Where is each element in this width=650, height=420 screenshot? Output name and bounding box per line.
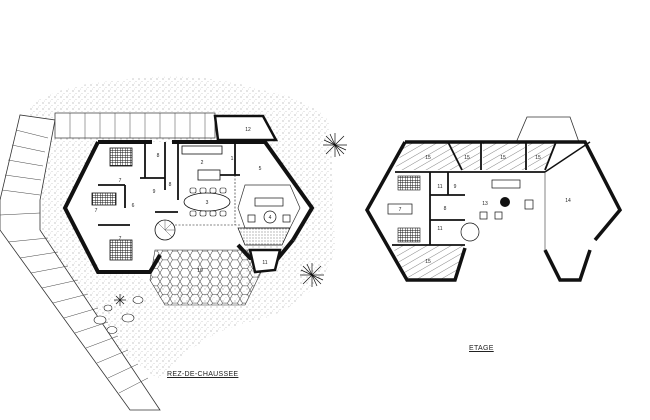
svg-text:13: 13 (482, 201, 488, 207)
exterior-stair-path (0, 114, 161, 411)
bed-bottom (109, 239, 133, 261)
svg-text:3: 3 (206, 200, 209, 206)
svg-text:9: 9 (153, 189, 156, 195)
bed-middle (91, 192, 117, 206)
svg-text:7: 7 (95, 208, 98, 214)
coffee-table (263, 210, 277, 224)
sofa (254, 197, 284, 207)
svg-text:6: 6 (132, 203, 135, 209)
svg-text:5: 5 (259, 166, 262, 172)
svg-text:15: 15 (425, 155, 431, 161)
svg-text:11: 11 (262, 260, 267, 266)
interior-walls (98, 142, 240, 226)
upper-exterior-walls (364, 140, 623, 282)
svg-text:12: 12 (245, 127, 251, 133)
svg-text:15: 15 (500, 155, 506, 161)
svg-text:14: 14 (565, 198, 571, 204)
upper-floor-plan: 7 8 9 11 11 13 14 15 15 15 15 15 (364, 116, 623, 282)
dining-table (183, 192, 231, 212)
svg-text:7: 7 (119, 236, 122, 242)
svg-text:7: 7 (399, 207, 402, 213)
svg-text:15: 15 (464, 155, 470, 161)
svg-text:1: 1 (231, 156, 234, 162)
svg-text:10: 10 (197, 268, 203, 274)
svg-text:7: 7 (119, 178, 122, 184)
shrub-icons (114, 133, 347, 306)
svg-text:8: 8 (444, 206, 447, 212)
svg-text:11: 11 (437, 226, 442, 232)
svg-text:8: 8 (169, 182, 172, 188)
svg-text:8: 8 (157, 153, 160, 159)
svg-text:15: 15 (425, 259, 431, 265)
svg-text:2: 2 (201, 160, 204, 166)
ground-floor-plan: 1 2 3 4 5 6 7 7 7 8 8 9 10 11 12 (0, 76, 347, 411)
top-terrace (54, 112, 216, 139)
svg-text:11: 11 (437, 184, 442, 190)
svg-text:4: 4 (269, 215, 272, 221)
upper-floor-caption: ETAGE (469, 345, 494, 352)
ground-floor-caption: REZ-DE-CHAUSSEE (167, 371, 239, 378)
paved-terrace (149, 249, 263, 306)
bed-top (109, 147, 133, 167)
svg-text:15: 15 (535, 155, 541, 161)
svg-text:9: 9 (454, 184, 457, 190)
